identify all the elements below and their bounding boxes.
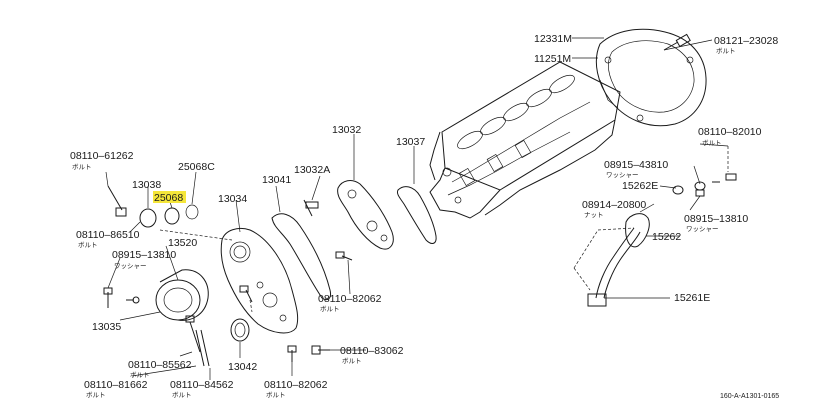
label-15261E: 15261E: [674, 292, 710, 304]
crank-oil-seal: [230, 318, 250, 342]
highlight-25068: [153, 191, 186, 203]
label-13032A: 13032A: [294, 164, 330, 176]
timing-cover-gasket: [271, 213, 331, 301]
label-12331M: 12331M: [534, 33, 572, 45]
label-08110-83062-sub: ボルト: [342, 357, 362, 365]
label-13032: 13032: [332, 124, 361, 136]
label-08110-82010-sub: ボルト: [702, 139, 722, 147]
label-08110-82062-bot: 08110–82062: [264, 379, 328, 391]
label-08914-20800-sub: ナット: [584, 211, 604, 219]
label-08110-82010: 08110–82010: [698, 126, 762, 138]
label-08110-85562-sub: ボルト: [130, 371, 150, 379]
label-08914-20800: 08914–20800: [582, 199, 646, 211]
label-08110-82062-mid: 08110–82062: [318, 293, 382, 305]
label-13037: 13037: [396, 136, 425, 148]
label-08110-84562: 08110–84562: [170, 379, 234, 391]
label-25068C: 25068C: [178, 161, 215, 173]
label-08110-83062: 08110–83062: [340, 345, 404, 357]
label-13042: 13042: [228, 361, 257, 373]
label-13041: 13041: [262, 174, 291, 186]
label-08110-82062-bot-sub: ボルト: [266, 391, 286, 399]
label-08110-84562-sub: ボルト: [172, 391, 192, 399]
engine-block: [429, 61, 621, 219]
dust-cover: [155, 269, 209, 321]
label-08915-43810-sub: ワッシャー: [606, 171, 639, 179]
label-25068: 25068: [154, 192, 183, 204]
label-13035: 13035: [92, 321, 121, 333]
label-08915-13810-left: 08915–13810: [112, 249, 176, 261]
label-08915-13810-right-sub: ワッシャー: [686, 225, 719, 233]
label-08110-61262-sub: ボルト: [72, 163, 92, 171]
label-08110-61262: 08110–61262: [70, 150, 134, 162]
label-08110-85562: 08110–85562: [128, 359, 192, 371]
label-08110-81662: 08110–81662: [84, 379, 148, 391]
front-plate: [337, 180, 394, 250]
label-13520: 13520: [168, 237, 197, 249]
bolt-08121-23028-drawing: [663, 33, 691, 51]
label-08915-43810: 08915–43810: [604, 159, 668, 171]
label-08110-86510-sub: ボルト: [78, 241, 98, 249]
label-08110-86510: 08110–86510: [76, 229, 140, 241]
figure-reference: 160-A-A1301-0165: [720, 393, 779, 400]
bolt-group-middle: [287, 199, 353, 362]
label-13034: 13034: [218, 193, 247, 205]
label-08915-13810-left-sub: ワッシャー: [114, 262, 147, 270]
label-15262: 15262: [652, 231, 681, 243]
rear-end-plate: [595, 28, 707, 127]
label-08110-82062-mid-sub: ボルト: [320, 305, 340, 313]
timing-cover: [220, 227, 299, 334]
bolt-group-left: [103, 185, 253, 367]
water-pump-gasket: [139, 204, 199, 228]
label-13038: 13038: [132, 179, 161, 191]
assembly-lines: [159, 146, 729, 313]
front-plate-gasket: [397, 186, 437, 244]
leader-lines: [105, 37, 729, 380]
label-08915-13810-right: 08915–13810: [684, 213, 748, 225]
label-11251M: 11251M: [534, 53, 571, 65]
label-15262E: 15262E: [622, 180, 658, 192]
label-08121-23028: 08121–23028: [714, 35, 778, 47]
oil-tube-assembly: [587, 173, 737, 307]
label-08121-23028-sub: ボルト: [716, 47, 736, 55]
label-08110-81662-sub: ボルト: [86, 391, 106, 399]
